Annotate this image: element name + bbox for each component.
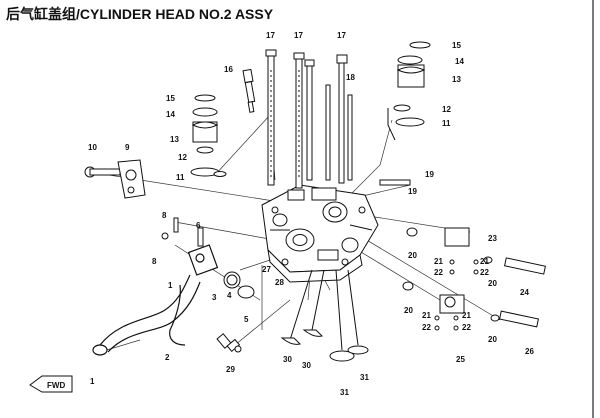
callout-30: 30: [283, 355, 292, 364]
callout-10: 10: [88, 143, 97, 152]
callout-6: 6: [196, 221, 201, 230]
right-valve-spring-stack: [387, 41, 431, 141]
callout-30: 30: [302, 361, 311, 370]
callout-28: 28: [275, 278, 284, 287]
callout-21: 21: [434, 257, 443, 266]
callout-8: 8: [152, 257, 157, 266]
callout-20: 20: [488, 335, 497, 344]
callout-21: 21: [480, 257, 489, 266]
callout-15: 15: [166, 94, 175, 103]
head-bolts: [265, 49, 353, 189]
camshafts: [439, 227, 546, 328]
forward-direction-indicator: FWD: [29, 375, 73, 393]
callout-13: 13: [452, 75, 461, 84]
rocker-fasteners: [379, 179, 500, 331]
callout-8: 8: [162, 211, 167, 220]
callout-26: 26: [525, 347, 534, 356]
callout-22: 22: [480, 268, 489, 277]
callout-19: 19: [425, 170, 434, 179]
callout-20: 20: [488, 279, 497, 288]
callout-16: 16: [224, 65, 233, 74]
coolant-fittings: [161, 217, 255, 299]
callout-29: 29: [226, 365, 235, 374]
cylinder-head-block: [261, 184, 379, 283]
spark-plug: [242, 68, 256, 113]
callout-31: 31: [360, 373, 369, 382]
callout-labels: 1 1 2 3 4 5 6 8 8 9 10 11 11 12 12 13 13…: [88, 31, 534, 397]
intake-hose: [92, 244, 219, 356]
callout-9: 9: [125, 143, 130, 152]
callout-1: 1: [168, 281, 173, 290]
callout-23: 23: [488, 234, 497, 243]
callout-31: 31: [340, 388, 349, 397]
callout-22: 22: [422, 323, 431, 332]
callout-22: 22: [462, 323, 471, 332]
callout-20: 20: [404, 306, 413, 315]
callout-19: 19: [408, 187, 417, 196]
callout-3: 3: [212, 293, 217, 302]
callout-12: 12: [442, 105, 451, 114]
callout-14: 14: [455, 57, 464, 66]
callout-14: 14: [166, 110, 175, 119]
callout-13: 13: [170, 135, 179, 144]
callout-15: 15: [452, 41, 461, 50]
cam-holder-bracket: [84, 159, 146, 199]
callout-17: 17: [337, 31, 346, 40]
callout-17: 17: [266, 31, 275, 40]
callout-24: 24: [520, 288, 529, 297]
diagram-title: 后气缸盖组/CYLINDER HEAD NO.2 ASSY: [6, 6, 274, 22]
callout-5: 5: [244, 315, 249, 324]
callout-20: 20: [408, 251, 417, 260]
temperature-sensor: [216, 333, 242, 353]
engine-valves: [280, 269, 369, 362]
callout-17: 17: [294, 31, 303, 40]
callout-18: 18: [346, 73, 355, 82]
callout-22: 22: [434, 268, 443, 277]
callout-11: 11: [442, 119, 451, 128]
callout-21: 21: [422, 311, 431, 320]
callout-11: 11: [176, 173, 185, 182]
callout-21: 21: [462, 311, 471, 320]
forward-label: FWD: [47, 381, 65, 390]
callout-27: 27: [262, 265, 271, 274]
callout-1: 1: [90, 377, 95, 386]
left-valve-spring-stack: [190, 94, 227, 177]
callout-12: 12: [178, 153, 187, 162]
callout-25: 25: [456, 355, 465, 364]
callout-2: 2: [165, 353, 170, 362]
callout-4: 4: [227, 291, 232, 300]
